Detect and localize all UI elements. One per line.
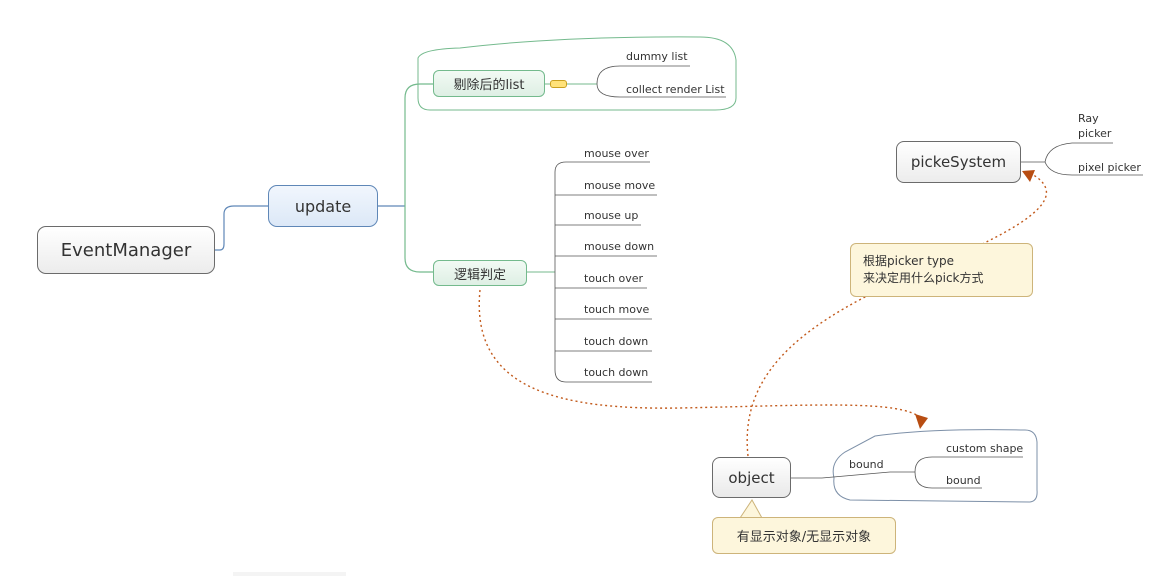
bound-leaf-custom-shape: custom shape <box>946 442 1024 455</box>
logic-leaf-touch-move: touch move <box>584 303 650 316</box>
update-to-list-line <box>404 83 433 206</box>
object-node[interactable]: object <box>712 457 791 498</box>
list-item-collect: collect render List <box>626 83 725 96</box>
bound-leaf-bound: bound <box>946 474 981 487</box>
bound-leaf-lines <box>821 456 1023 489</box>
object-bound-label: bound <box>849 458 884 471</box>
update-to-logic-line <box>404 206 433 273</box>
update-label: update <box>294 196 352 216</box>
object-note-pointer <box>739 499 763 519</box>
list-item-dummy: dummy list <box>626 50 688 63</box>
logic-leaf-mouse-over: mouse over <box>584 147 649 160</box>
picker-note-line-1: 根据picker type <box>863 254 955 268</box>
note-marker-icon <box>550 80 567 88</box>
picke-system-node[interactable]: pickeSystem <box>896 141 1021 183</box>
relation-arrowhead-picke <box>1022 170 1035 182</box>
event-manager-node[interactable]: EventManager <box>37 226 215 274</box>
culled-list-label: 剔除后的list <box>453 78 525 93</box>
update-node[interactable]: update <box>268 185 378 227</box>
root-to-update-line <box>215 205 268 251</box>
picke-leaf-pixel: pixel picker <box>1078 161 1141 174</box>
picke-system-label: pickeSystem <box>910 153 1007 171</box>
list-boundary <box>417 36 737 111</box>
logic-leaf-touch-down: touch down <box>584 335 649 348</box>
logic-leaf-lines <box>554 161 657 383</box>
relation-arrowhead-object <box>915 414 928 429</box>
event-manager-label: EventManager <box>60 239 192 261</box>
object-display-note: 有显示对象/无显示对象 <box>712 517 896 554</box>
picke-leaf-ray: Ray picker <box>1078 112 1112 140</box>
object-note-text: 有显示对象/无显示对象 <box>736 530 872 545</box>
picke-leaf-lines <box>1021 142 1143 176</box>
logic-leaf-touch-down-2: touch down <box>584 366 649 379</box>
logic-leaf-mouse-move: mouse move <box>584 179 656 192</box>
logic-leaf-mouse-down: mouse down <box>584 240 655 253</box>
list-leaf-lines <box>596 65 726 98</box>
bottom-empty-strip <box>233 572 346 576</box>
logic-judgement-node[interactable]: 逻辑判定 <box>433 260 527 286</box>
logic-leaf-touch-over: touch over <box>584 272 644 285</box>
object-label: object <box>728 468 775 487</box>
picker-type-note: 根据picker type 来决定用什么pick方式 <box>850 243 1033 297</box>
culled-list-node[interactable]: 剔除后的list <box>433 70 545 97</box>
object-to-picke-relation <box>746 172 1047 457</box>
logic-to-object-relation <box>478 289 922 419</box>
logic-leaf-mouse-up: mouse up <box>584 209 639 222</box>
logic-judgement-label: 逻辑判定 <box>453 267 506 283</box>
bound-boundary <box>832 429 1038 503</box>
picker-note-line-2: 来决定用什么pick方式 <box>863 271 984 285</box>
